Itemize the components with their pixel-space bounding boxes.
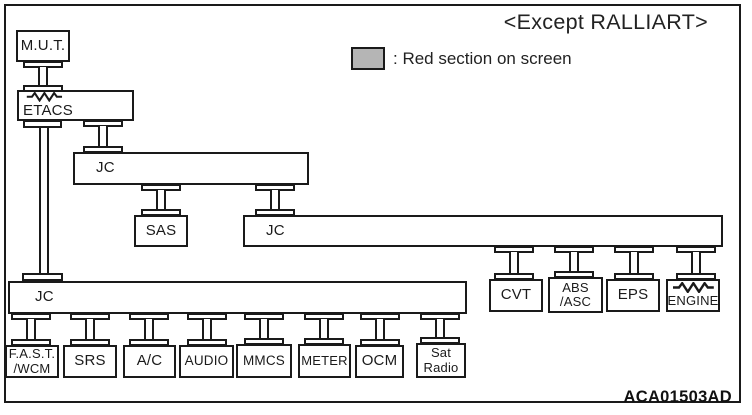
connector-jc2-abs-asc xyxy=(554,246,594,278)
node-cvt: CVT xyxy=(489,279,543,312)
connector-jc1-sas xyxy=(141,184,181,216)
node-label: /WCM xyxy=(13,360,51,376)
wire-etacs-jc3 xyxy=(39,126,49,275)
node-label: ETACS xyxy=(23,101,73,119)
node-label: JC xyxy=(266,221,285,239)
node-label: EPS xyxy=(617,286,649,304)
node-ac: A/C xyxy=(123,345,176,378)
node-jc-3: JC xyxy=(8,281,467,314)
resistor-squiggle-icon xyxy=(672,282,714,294)
connector-jc3-ac xyxy=(129,313,169,346)
connector-jc2-eps xyxy=(614,246,654,280)
node-mut: M.U.T. xyxy=(16,30,70,62)
node-label: Radio xyxy=(423,359,459,375)
node-label: /ASC xyxy=(559,294,592,309)
node-label: SRS xyxy=(74,352,106,370)
node-label: METER xyxy=(301,352,348,368)
node-engine: ENGINE xyxy=(666,279,720,312)
node-label: Sat xyxy=(430,345,452,361)
connector-etacs-jc1 xyxy=(83,120,123,153)
node-label: OCM xyxy=(361,352,398,370)
resistor-squiggle-icon xyxy=(26,92,63,102)
node-meter: METER xyxy=(298,344,351,378)
figure-code: ACA01503AD xyxy=(623,388,732,406)
legend-label: : Red section on screen xyxy=(393,48,572,68)
node-label: JC xyxy=(35,288,54,306)
connector-jc2-engine xyxy=(676,246,716,280)
connector-jc3-fast-wcm xyxy=(11,313,51,346)
node-ocm: OCM xyxy=(355,345,404,378)
connector-mut-etacs xyxy=(23,61,63,92)
node-label: CVT xyxy=(500,286,532,304)
node-label: SAS xyxy=(145,221,177,239)
node-jc-1: JC xyxy=(73,152,309,185)
legend-swatch xyxy=(351,47,385,70)
node-etacs: ETACS xyxy=(17,90,134,121)
connector-jc3-ocm xyxy=(360,313,400,346)
node-sas: SAS xyxy=(134,215,188,247)
node-abs-asc: ABS /ASC xyxy=(548,277,603,313)
node-label: JC xyxy=(96,159,115,177)
wire-stub-jc3 xyxy=(22,273,63,281)
node-fast-wcm: F.A.S.T. /WCM xyxy=(5,345,59,378)
connector-jc3-srs xyxy=(70,313,110,346)
node-label: A/C xyxy=(136,352,163,370)
node-eps: EPS xyxy=(606,279,660,312)
connector-jc3-mmcs xyxy=(244,313,284,345)
node-label: ENGINE xyxy=(667,293,719,309)
node-srs: SRS xyxy=(63,345,117,378)
legend: : Red section on screen xyxy=(351,47,572,70)
node-mmcs: MMCS xyxy=(236,344,292,378)
connector-jc3-audio xyxy=(187,313,227,346)
connector-jc3-meter xyxy=(304,313,344,345)
diagram-title: <Except RALLIART> xyxy=(503,10,708,34)
node-sat-radio: Sat Radio xyxy=(416,343,466,378)
node-label: M.U.T. xyxy=(20,36,66,54)
connector-jc2-cvt xyxy=(494,246,534,280)
node-label: AUDIO xyxy=(184,353,229,369)
node-label: F.A.S.T. xyxy=(8,346,56,362)
node-jc-2: JC xyxy=(243,215,723,247)
node-label: MMCS xyxy=(242,352,286,368)
node-label: ABS xyxy=(562,279,589,295)
diagram-border xyxy=(4,4,741,403)
wire-stub-etacs xyxy=(23,120,62,128)
node-audio: AUDIO xyxy=(179,345,234,378)
connector-jc1-jc2 xyxy=(255,184,295,216)
connector-jc3-sat-radio xyxy=(420,313,460,344)
